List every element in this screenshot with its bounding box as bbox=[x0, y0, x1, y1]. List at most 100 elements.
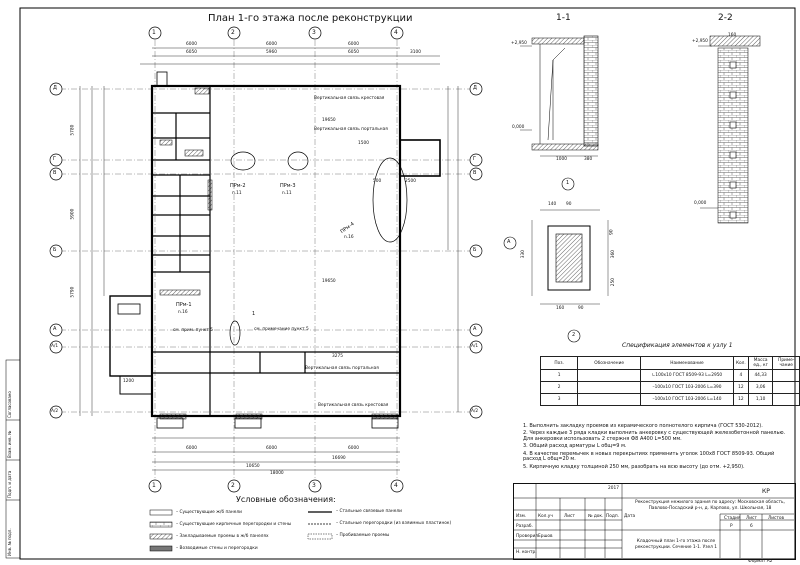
spec-header-row: Поз. Обозначение Наименование Кол. Масса… bbox=[539, 356, 800, 370]
spec-cell: 1,10 bbox=[747, 393, 774, 406]
dim-bottom-inner-1: 16690 bbox=[332, 456, 346, 461]
dim-top-1: 6000 bbox=[186, 42, 197, 47]
side-strip bbox=[5, 359, 21, 559]
axis-row-a2: А/2 bbox=[51, 409, 59, 414]
side-label-sign-date: Подп. и дата bbox=[7, 470, 12, 498]
spec-col-pos: Поз. bbox=[539, 356, 579, 370]
spec-cell: –100х10 ГОСТ 103-2006 L=140 bbox=[640, 393, 734, 406]
dim-top-2: 6000 bbox=[266, 42, 277, 47]
node-dim-top-2: 90 bbox=[566, 202, 572, 207]
dim-top-inner-3: 6050 bbox=[348, 50, 359, 55]
note-item: 3. Общий расход арматуры L общ=9 м. bbox=[523, 443, 627, 450]
sheet-frame bbox=[19, 7, 796, 560]
spec-title: Спецификация элементов к узлу 1 bbox=[622, 342, 733, 349]
legend-swatches bbox=[149, 509, 333, 552]
stamp-role-norm: Н. контр. bbox=[516, 550, 537, 555]
dim-inner-500: 500 bbox=[373, 179, 382, 184]
note-item: 2. Через каждые 3 ряда кладки выполнить … bbox=[523, 430, 786, 442]
spec-cell: 12 bbox=[732, 381, 749, 394]
spec-col-qty: Кол. bbox=[732, 356, 749, 370]
axis-row-a1: А/1 bbox=[51, 344, 59, 349]
axis-col-2: 2 bbox=[231, 29, 235, 36]
label-prm1-n: n.16 bbox=[178, 310, 188, 315]
format-label: Формат А2 bbox=[748, 559, 773, 564]
dim-top-inner-4: 3100 bbox=[410, 50, 421, 55]
node-dim-top-1: 140 bbox=[548, 202, 557, 207]
dim-inner-2500: 2500 bbox=[405, 179, 416, 184]
label-ref-2: см. прим. пункт 5 bbox=[173, 328, 213, 333]
node-dim-side-4: 250 bbox=[610, 278, 616, 287]
axis-row-d: Д bbox=[53, 85, 57, 91]
stamp-year: 2017 bbox=[608, 486, 619, 491]
stamp-name-dev: Ершов bbox=[538, 534, 553, 539]
label-prm2: ПРм-2 bbox=[230, 183, 246, 189]
axis-row-g-right: Г bbox=[473, 156, 477, 162]
table-row: 3 –100х10 ГОСТ 103-2006 L=140 12 1,10 bbox=[539, 393, 800, 406]
stamp-col-izm: Изм. bbox=[516, 514, 527, 519]
spec-col-note: Приме- чание bbox=[772, 356, 800, 370]
dim-bottom-1: 6000 bbox=[186, 446, 197, 451]
legend-item: – Стальные перегородки (из взяимных плас… bbox=[336, 521, 452, 526]
legend-item: – Возводимые стены и перегородки bbox=[176, 546, 258, 551]
spec-cell: 1 bbox=[539, 369, 579, 382]
axis-row-a-right: А bbox=[473, 326, 477, 332]
legend-item: – Существующие ж/б панели bbox=[176, 510, 242, 515]
mark-sec1-top: +2,950 bbox=[511, 41, 527, 46]
axis-row-b: Б bbox=[53, 247, 57, 253]
section-markers bbox=[503, 177, 581, 343]
stamp-col-kol: Кол.уч bbox=[538, 514, 553, 519]
node-marker-1: 1 bbox=[566, 180, 570, 186]
dim-left-1: 5780 bbox=[70, 124, 76, 136]
axis-col-2-bottom: 2 bbox=[231, 482, 235, 489]
label-prm3-n: n.11 bbox=[282, 191, 292, 196]
table-row: 1 ∟100х10 ГОСТ 8509-93 L=2950 4 44,33 bbox=[539, 369, 800, 382]
stamp-sheet-number: 6 bbox=[750, 524, 753, 529]
axis-col-3-bottom: 3 bbox=[312, 482, 316, 489]
plan-title: План 1-го этажа после реконструкции bbox=[208, 13, 413, 24]
dim-left-2: 5900 bbox=[70, 208, 76, 220]
dim-left-3: 5790 bbox=[70, 286, 76, 298]
legend-item: – Существующие кирпичные перегородки и с… bbox=[176, 522, 292, 527]
legend-item: – Закладываемые проемы в ж/б панелях bbox=[176, 534, 269, 539]
axis-row-a1-right: А/1 bbox=[471, 344, 479, 349]
dim-inner-1200: 1200 bbox=[123, 379, 134, 384]
stamp-stage-head: Стадия bbox=[724, 516, 741, 521]
stamp-grid bbox=[513, 483, 794, 558]
axis-row-b-right: Б bbox=[473, 247, 477, 253]
axis-col-1: 1 bbox=[152, 29, 156, 36]
dim-bottom-total: 18000 bbox=[270, 471, 284, 476]
spec-cell bbox=[772, 381, 800, 394]
label-wall-4: Вертикальная связь крестовая bbox=[318, 403, 389, 408]
stamp-col-list: Лист bbox=[564, 514, 575, 519]
dim-sec2-160: 160 bbox=[728, 33, 737, 38]
axis-row-a: А bbox=[53, 326, 57, 332]
note-item: 4. В качестве перемычек в новых перекрыт… bbox=[523, 450, 775, 463]
dim-inner-3275: 3275 bbox=[332, 354, 343, 359]
stamp-role-dev: Разраб. bbox=[516, 524, 533, 529]
axis-col-3: 3 bbox=[312, 29, 316, 36]
spec-table: Поз. Обозначение Наименование Кол. Масса… bbox=[539, 356, 800, 406]
spec-cell bbox=[772, 393, 800, 406]
spec-col-designation: Обозначение bbox=[577, 356, 642, 370]
dim-top-3: 6000 bbox=[348, 42, 359, 47]
label-prm4-n: n.16 bbox=[344, 235, 354, 240]
section-2-2 bbox=[698, 35, 761, 224]
spec-cell: 3 bbox=[539, 393, 579, 406]
node-marker-2: 2 bbox=[572, 332, 576, 338]
axis-row-a2-right: А/2 bbox=[471, 409, 479, 414]
dim-inner-19650-a: 19650 bbox=[322, 118, 336, 123]
side-label-inv: Инв. № подл. bbox=[7, 528, 12, 556]
spec-cell: 12 bbox=[732, 393, 749, 406]
spec-col-name: Наименование bbox=[640, 356, 734, 370]
note-item: 5. Кирпичную кладку толщиной 250 мм, раз… bbox=[523, 463, 745, 470]
axis-row-d-right: Д bbox=[473, 85, 477, 91]
label-prm3: ПРм-3 bbox=[280, 183, 296, 189]
node-dim-side-3: 90 bbox=[609, 229, 615, 235]
dim-bottom-3: 6000 bbox=[348, 446, 359, 451]
label-node-1: 1 bbox=[252, 311, 256, 317]
section-1-title: 1-1 bbox=[556, 13, 571, 23]
stamp-sheets-head: Листов bbox=[768, 516, 785, 521]
axis-col-1-bottom: 1 bbox=[152, 482, 156, 489]
